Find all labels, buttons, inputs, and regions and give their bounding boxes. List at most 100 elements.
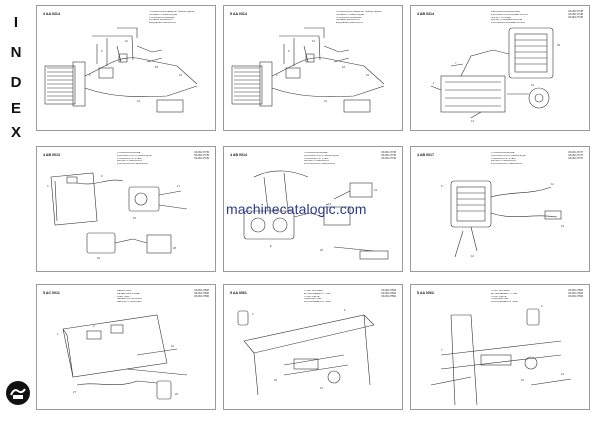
index-tile[interactable]: 5 AA 0061 HYDR. ANTRIEB ENTRAINEMENT HYD… — [223, 284, 403, 410]
drawing-refs: 03.2/M-17738 03.2/M-17738 03.2/M-17738 — [568, 10, 583, 19]
page-marker: · — [397, 402, 398, 406]
index-tile[interactable]: 5 AC 0011 HEIZOLTANK RESERVOIR A FUEL FU… — [36, 284, 216, 410]
index-tile[interactable]: 4 AB 0013 HYDRAULIKANLAGE INSTALLATION H… — [36, 146, 216, 272]
svg-text:13: 13 — [328, 202, 331, 206]
page-marker: · — [397, 264, 398, 268]
drawing-titles: VERSORGUNGSANLAGE INSTALLATION D'ALIMENT… — [491, 11, 528, 25]
page-marker: · — [210, 264, 211, 268]
svg-text:31: 31 — [137, 99, 140, 103]
svg-text:7: 7 — [441, 348, 443, 352]
svg-text:6: 6 — [288, 49, 290, 53]
drawing-code: 5 AA 0062 — [417, 291, 434, 295]
drawing-code: 4 AB 0013 — [43, 153, 61, 157]
svg-text:11: 11 — [551, 182, 554, 186]
index-letter-x: X — [10, 124, 21, 141]
drawing-titles: HEIZOLTANK RESERVOIR A FUEL FUEL TANK SE… — [117, 290, 143, 304]
pump-radiator-assembly-drawing: 1 7 14 21 25 — [430, 27, 560, 123]
svg-text:9: 9 — [101, 174, 103, 178]
svg-text:14: 14 — [471, 119, 474, 123]
page-marker: · — [584, 402, 585, 406]
drawing-code: 4 AB 0017 — [417, 153, 435, 157]
drawing-titles: HYDRAULIKSCHEMA MIT ANBAUTEILEN SCHEMA H… — [149, 11, 195, 25]
svg-text:4: 4 — [93, 324, 95, 328]
watermark-text: machinecatalogic.com — [226, 201, 367, 217]
svg-text:15: 15 — [521, 378, 524, 382]
svg-text:3: 3 — [541, 304, 543, 308]
svg-text:12: 12 — [125, 39, 128, 43]
svg-text:27: 27 — [73, 390, 76, 394]
hydraulic-cooler-diagram-drawing: 6 12 18 23 4 31 — [44, 27, 198, 113]
drawing-code: 4 AB 0314 — [417, 12, 435, 16]
svg-text:18: 18 — [155, 65, 158, 69]
svg-text:12: 12 — [320, 386, 323, 390]
drawing-titles: HYDRAULIKANLAGE INSTALLATION HYDRAULIQUE… — [117, 152, 152, 166]
index-column: I N D E X — [0, 0, 36, 424]
drive-frame-drawing: 2 6 12 18 — [237, 308, 375, 396]
drawing-refs: 03.2/M-17500 03.2/M-17500 03.2/M-17500 — [194, 289, 209, 298]
drawing-code: 4 AB 0014 — [230, 153, 248, 157]
svg-text:26: 26 — [320, 248, 323, 252]
svg-text:2: 2 — [248, 206, 250, 210]
svg-text:20: 20 — [175, 392, 178, 396]
drawing-titles: HYDRAULIKANLAGE INSTALLATION HYDRAULIQUE… — [304, 152, 339, 166]
svg-text:23: 23 — [179, 73, 182, 77]
drawing-refs: 03.2/M-17503 03.2/M-17503 03.2/M-17503 — [568, 289, 583, 298]
svg-text:2: 2 — [252, 312, 254, 316]
svg-text:5: 5 — [441, 184, 443, 188]
index-tile[interactable]: 5 AA 0062 HYDR. ANTRIEB ENTRAINEMENT HYD… — [410, 284, 590, 410]
svg-text:21: 21 — [531, 83, 534, 87]
svg-text:3: 3 — [47, 184, 49, 188]
page-marker: · — [584, 123, 585, 127]
svg-text:6: 6 — [344, 308, 346, 312]
svg-text:19: 19 — [374, 188, 377, 192]
drawing-code: 5 AC 0011 — [43, 291, 60, 295]
drawing-refs: 03.2/M-17502 03.2/M-17502 03.2/M-17502 — [381, 289, 396, 298]
index-letter-e: E — [10, 100, 21, 117]
index-letter-n: N — [10, 44, 22, 61]
svg-text:7: 7 — [455, 61, 457, 65]
page-marker: · — [210, 402, 211, 406]
page-marker: · — [397, 123, 398, 127]
drawing-refs: 03.2/M-17735 03.2/M-17735 03.2/M-17735 — [194, 151, 209, 160]
index-letter-i: I — [13, 14, 19, 31]
index-tile[interactable]: 4 AB 0017 HYDRAULIKANLAGE INSTALLATION H… — [410, 146, 590, 272]
page-marker: · — [584, 264, 585, 268]
index-tile[interactable]: 4 AB 0014 HYDRAULIKANLAGE INSTALLATION H… — [223, 146, 403, 272]
tank-and-pump-drawing: 3 9 15 17 22 28 — [47, 172, 188, 260]
svg-text:12: 12 — [312, 39, 315, 43]
drawing-code: 5 AA 0314 — [230, 12, 247, 16]
drawing-titles: HYDRAULIKSCHEMA MIT ANBAUTEILEN SCHEMA H… — [336, 11, 382, 25]
index-tile[interactable]: 4 AA 0314 HYDRAULIKSCHEMA MIT ANBAUTEILE… — [36, 5, 216, 131]
drive-frame-cylinder-drawing: 3 7 15 21 — [430, 304, 572, 406]
drawing-refs: 03.2/M-17736 03.2/M-17736 03.2/M-17736 — [381, 151, 396, 160]
index-tile[interactable]: 5 AA 0314 HYDRAULIKSCHEMA MIT ANBAUTEILE… — [223, 5, 403, 131]
svg-text:15: 15 — [133, 216, 136, 220]
svg-text:28: 28 — [173, 246, 176, 250]
svg-text:4: 4 — [276, 73, 278, 77]
page-marker: · — [210, 123, 211, 127]
index-letter-d: D — [10, 74, 22, 91]
drawing-refs: 03.2/M-17737 03.2/M-17737 03.2/M-17737 — [568, 151, 583, 160]
drawing-titles: HYDR. ANTRIEB ENTRAINEMENT HYDR. HYDR. D… — [491, 290, 519, 304]
index-tile[interactable]: 4 AB 0314 VERSORGUNGSANLAGE INSTALLATION… — [410, 5, 590, 131]
svg-text:17: 17 — [177, 184, 180, 188]
svg-text:6: 6 — [101, 49, 103, 53]
drawing-code: 5 AA 0061 — [230, 291, 247, 295]
svg-text:18: 18 — [274, 378, 277, 382]
svg-text:4: 4 — [89, 73, 91, 77]
manufacturer-logo-icon — [6, 381, 30, 405]
svg-text:16: 16 — [471, 254, 474, 258]
drawing-titles: HYDR. ANTRIEB ENTRAINEMENT HYDR. HYDR. D… — [304, 290, 332, 304]
svg-text:1: 1 — [433, 81, 435, 85]
svg-text:22: 22 — [97, 256, 100, 260]
svg-text:31: 31 — [324, 99, 327, 103]
svg-text:25: 25 — [557, 43, 560, 47]
svg-text:18: 18 — [342, 65, 345, 69]
drawing-code: 4 AA 0314 — [43, 12, 60, 16]
svg-text:21: 21 — [561, 372, 564, 376]
svg-text:1: 1 — [57, 332, 59, 336]
